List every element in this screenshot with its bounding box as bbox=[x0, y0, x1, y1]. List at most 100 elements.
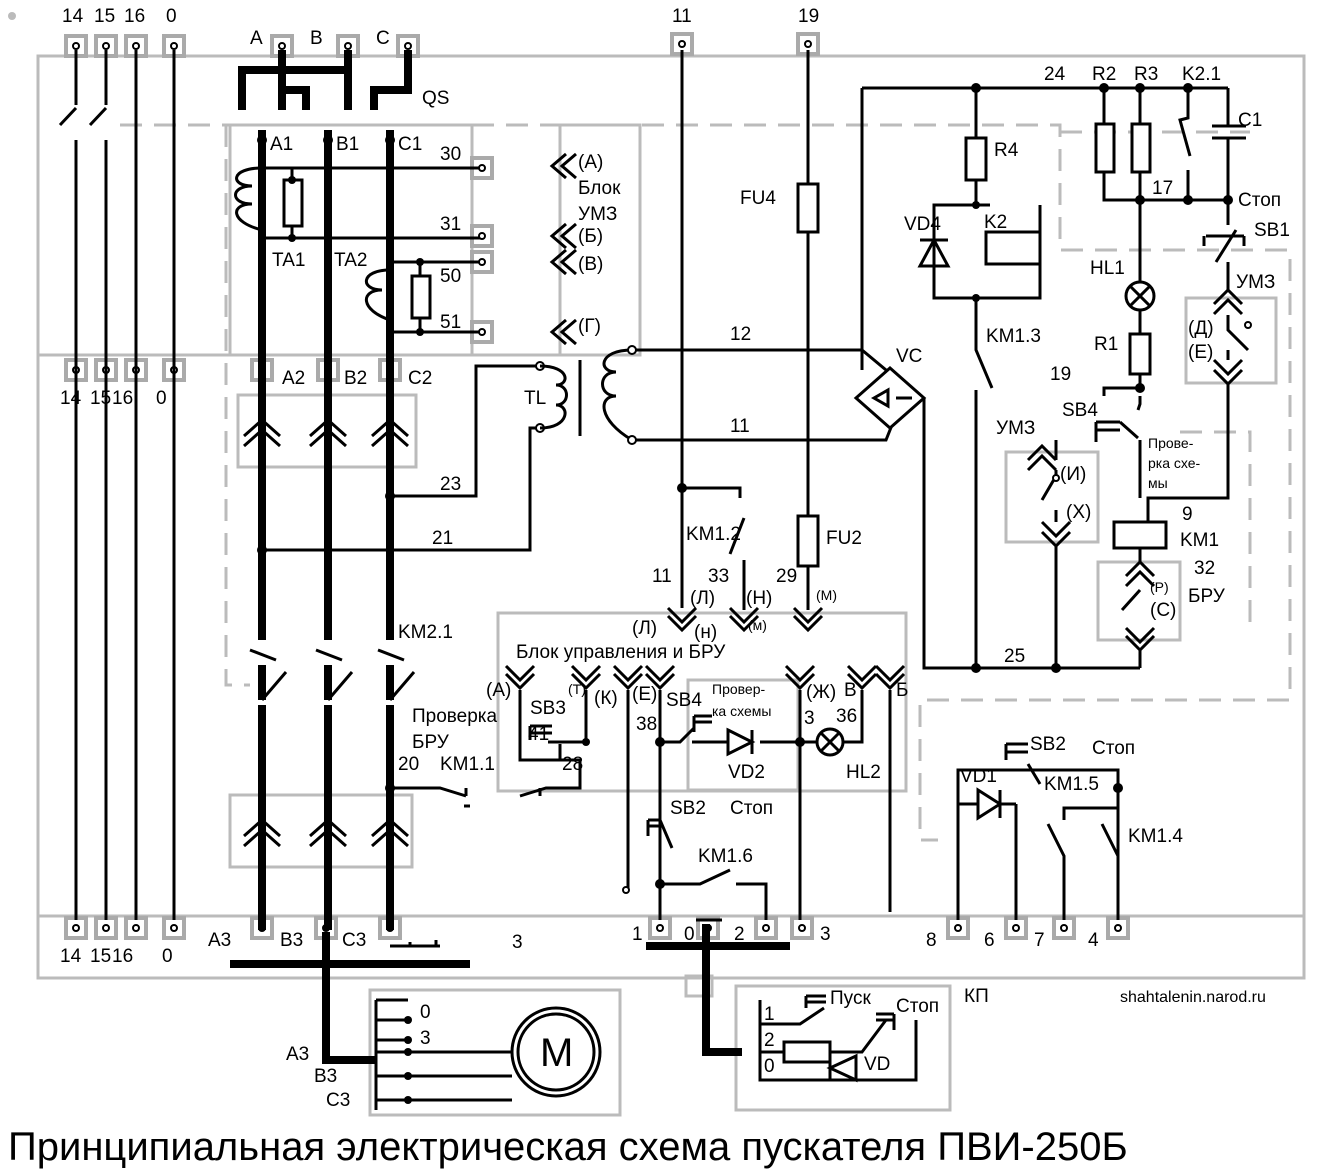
label-mid-t16: 16 bbox=[112, 388, 133, 409]
label-TA1: TA1 bbox=[272, 250, 305, 271]
label-BRU-ctrl: БРУ bbox=[1188, 586, 1226, 607]
label-UMZ: УМЗ bbox=[1236, 272, 1275, 293]
label-L: (Л) bbox=[690, 588, 715, 609]
label-w36: 36 bbox=[836, 706, 857, 727]
label-bot-6: 6 bbox=[984, 930, 995, 951]
label-KM15: KM1.5 bbox=[1044, 774, 1099, 795]
label-w31: 31 bbox=[440, 214, 461, 235]
label-kp-start: Пуск bbox=[830, 988, 871, 1009]
label-ums-G: (Г) bbox=[578, 316, 601, 337]
label-w30: 30 bbox=[440, 144, 461, 165]
label-w11: 11 bbox=[730, 416, 750, 437]
label-motor-B3: B3 bbox=[314, 1066, 337, 1087]
label-R4: R4 bbox=[994, 140, 1019, 161]
label-w24: 24 bbox=[1044, 64, 1066, 85]
label-bot-A3: A3 bbox=[208, 930, 231, 951]
kp-panel bbox=[758, 994, 918, 1083]
aux-lines bbox=[58, 50, 176, 920]
label-KM14: KM1.4 bbox=[1128, 826, 1183, 847]
label-bot-8: 8 bbox=[926, 930, 937, 951]
label-TL: TL bbox=[524, 388, 546, 409]
label-bot-3: 3 bbox=[820, 924, 831, 945]
watermark: shahtalenin.narod.ru bbox=[1120, 989, 1266, 1006]
label-bru-V: В bbox=[844, 680, 857, 701]
label-bru-A: (А) bbox=[486, 680, 511, 701]
label-ums-blok: Блок bbox=[578, 178, 621, 199]
label-t19: 19 bbox=[798, 6, 819, 27]
label-bru: БРУ bbox=[412, 732, 450, 753]
label-C1: C1 bbox=[398, 134, 422, 155]
label-bot-B3: B3 bbox=[280, 930, 303, 951]
label-rb-SB2: SB2 bbox=[1030, 734, 1066, 755]
label-UMZ2: УМЗ bbox=[996, 418, 1035, 439]
label-tA: A bbox=[250, 28, 263, 49]
label-bot-2: 2 bbox=[734, 924, 745, 945]
label-bru-title: Блок управления и БРУ bbox=[516, 642, 726, 663]
label-KM1: KM1 bbox=[1180, 530, 1219, 551]
label-B1: B1 bbox=[336, 134, 359, 155]
label-S: (С) bbox=[1150, 600, 1176, 621]
label-kp-VD: VD bbox=[864, 1054, 890, 1075]
label-SB1: SB1 bbox=[1254, 220, 1290, 241]
label-bot-t15: 15 bbox=[90, 946, 111, 967]
label-KM11: KM1.1 bbox=[440, 754, 495, 775]
label-B2: B2 bbox=[344, 368, 367, 389]
labels: 14 15 16 0 A B C 11 19 QS A1 B1 C1 TA1 T… bbox=[8, 6, 1290, 1169]
label-VD4: VD4 bbox=[904, 214, 941, 235]
label-VD1: VD1 bbox=[960, 766, 997, 787]
label-K2: K2 bbox=[984, 212, 1007, 233]
label-R1: R1 bbox=[1094, 334, 1118, 355]
label-check3: мы bbox=[1148, 475, 1168, 491]
label-w33: 33 bbox=[708, 566, 729, 587]
label-check2: рка схе- bbox=[1148, 455, 1201, 471]
label-w20: 20 bbox=[398, 754, 419, 775]
label-w9: 9 bbox=[1182, 504, 1193, 525]
label-t0: 0 bbox=[166, 6, 177, 27]
label-VC: VC bbox=[896, 346, 922, 367]
label-t15: 15 bbox=[94, 6, 115, 27]
label-QS: QS bbox=[422, 88, 449, 109]
label-mid-t14: 14 bbox=[60, 388, 82, 409]
label-motor-C3: C3 bbox=[326, 1090, 350, 1111]
label-I: (И) bbox=[1060, 464, 1086, 485]
label-stop-sb1: Стоп bbox=[1238, 190, 1281, 211]
label-check: Проверка bbox=[412, 706, 498, 727]
label-t14: 14 bbox=[62, 6, 84, 27]
page-title: Принципиальная электрическая схема пуска… bbox=[8, 1125, 1128, 1169]
label-D: (Д) bbox=[1188, 318, 1214, 339]
label-FU4: FU4 bbox=[740, 188, 776, 209]
label-kp-0: 0 bbox=[764, 1056, 775, 1077]
label-C2: C2 bbox=[408, 368, 432, 389]
label-TA2: TA2 bbox=[334, 250, 367, 271]
label-R: (Р) bbox=[1150, 579, 1169, 595]
label-bru-K: (К) bbox=[594, 688, 618, 709]
label-bru-E: (Е) bbox=[632, 684, 657, 705]
label-t11: 11 bbox=[672, 6, 692, 27]
label-KP: КП bbox=[964, 986, 989, 1007]
right-block bbox=[956, 742, 1123, 920]
motor bbox=[374, 998, 602, 1110]
label-M: (М) bbox=[816, 587, 837, 603]
control-right bbox=[917, 88, 1252, 668]
label-motor-A3: A3 bbox=[286, 1044, 309, 1065]
label-VD2: VD2 bbox=[728, 762, 765, 783]
label-check-scheme1: Провер- bbox=[712, 681, 765, 697]
label-bru-ZH: (Ж) bbox=[806, 682, 836, 703]
label-C1: C1 bbox=[1238, 110, 1262, 131]
label-A2: A2 bbox=[282, 368, 305, 389]
label-M2: (м) bbox=[748, 617, 767, 633]
label-bot-4: 4 bbox=[1088, 930, 1099, 951]
label-HL2: HL2 bbox=[846, 762, 881, 783]
label-motor-0: 0 bbox=[420, 1002, 431, 1023]
label-E: (Е) bbox=[1188, 342, 1213, 363]
label-check-scheme2: ка схемы bbox=[712, 703, 771, 719]
label-w25: 25 bbox=[1004, 646, 1025, 667]
label-mid-t15: 15 bbox=[90, 388, 111, 409]
label-w19: 19 bbox=[1050, 364, 1071, 385]
label-X: (Х) bbox=[1066, 502, 1091, 523]
bru-block bbox=[504, 483, 906, 1056]
mechanical-links bbox=[120, 123, 1292, 842]
label-bot-0: 0 bbox=[684, 924, 695, 945]
label-A1: A1 bbox=[270, 134, 293, 155]
